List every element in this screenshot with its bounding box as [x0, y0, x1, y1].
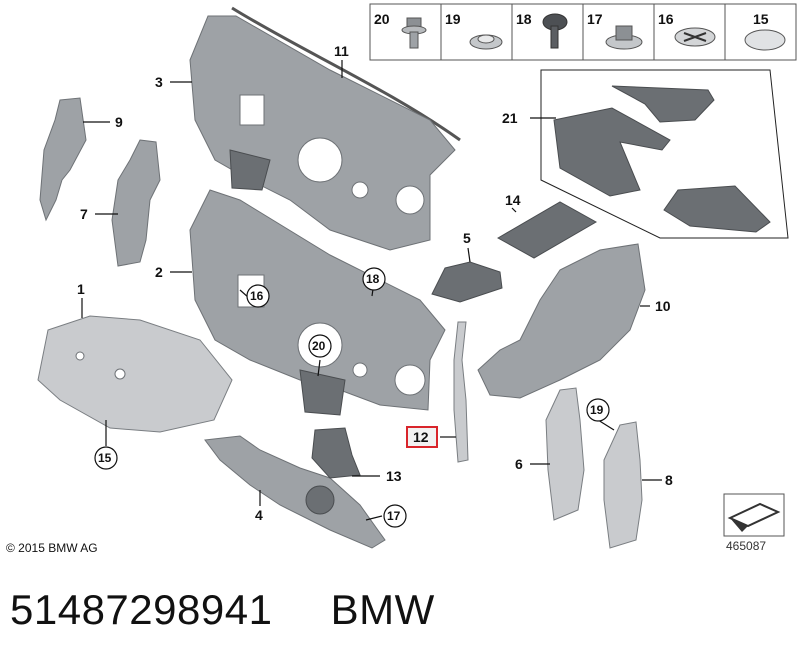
callout-6: 6	[515, 456, 523, 472]
callout-21: 21	[502, 110, 518, 126]
callout-3: 3	[155, 74, 163, 90]
circled-callout-16-label: 16	[250, 289, 264, 303]
circled-callout-15: 15	[94, 446, 118, 470]
part-7-bracket	[111, 139, 161, 267]
circled-callout-20: 20	[308, 334, 332, 358]
plug-cap-icon	[744, 29, 786, 51]
part-9-bracket	[39, 97, 87, 222]
circled-callout-18: 18	[362, 267, 386, 291]
brand-name: BMW	[330, 586, 435, 633]
legend-number-16: 16	[658, 11, 674, 27]
fastener-legend: 20 19 18 17 16 15	[369, 3, 797, 61]
spring-nut-icon	[469, 34, 503, 50]
legend-number-19: 19	[445, 11, 461, 27]
vehicle-orientation-arrow	[723, 493, 785, 537]
callout-2: 2	[155, 264, 163, 280]
callout-1: 1	[77, 281, 85, 297]
part-14-mat	[496, 201, 598, 259]
callout-12: 12	[413, 429, 429, 445]
expanding-rivet-icon	[542, 13, 568, 49]
circled-callout-19: 19	[586, 398, 610, 422]
callout-9: 9	[115, 114, 123, 130]
part-caption: 51487298941 BMW	[10, 586, 435, 636]
part-8-bracket	[603, 421, 643, 549]
legend-number-20: 20	[374, 11, 390, 27]
callout-14: 14	[505, 192, 521, 208]
circled-callout-18-label: 18	[366, 272, 380, 286]
callout-7: 7	[80, 206, 88, 222]
part-6-bracket	[545, 387, 585, 521]
legend-number-15: 15	[753, 11, 769, 27]
part-10-wheelhouse-insulation	[477, 243, 646, 399]
callout-4: 4	[255, 507, 263, 523]
bolt-with-washer-icon	[401, 17, 427, 49]
callout-11: 11	[334, 43, 349, 59]
part-12-strip	[453, 321, 469, 463]
part-4-duct-insulation	[204, 435, 386, 549]
part-number: 51487298941	[10, 586, 273, 633]
parts-diagram: 20 19 18 17 16 15	[37, 3, 797, 549]
legend-number-18: 18	[516, 11, 532, 27]
circled-callout-15-label: 15	[98, 451, 112, 465]
speed-nut-icon	[605, 25, 643, 50]
callout-13: 13	[386, 468, 402, 484]
circled-callout-16: 16	[246, 284, 270, 308]
callout-10: 10	[655, 298, 671, 314]
callout-5: 5	[463, 230, 471, 246]
circled-callout-17-label: 17	[387, 509, 401, 523]
legend-number-17: 17	[587, 11, 603, 27]
part-21-kit-box	[540, 69, 789, 239]
circled-callout-20-label: 20	[312, 339, 326, 353]
circled-callout-17: 17	[383, 504, 407, 528]
part-1-insulation-pad	[37, 315, 233, 433]
part-11-seal-strip	[231, 6, 461, 142]
part-5-bracket	[431, 261, 503, 303]
circled-callout-19-label: 19	[590, 403, 604, 417]
callout-12-highlight[interactable]: 12	[406, 426, 438, 448]
part-13-pad	[311, 427, 361, 479]
copyright-notice: © 2015 BMW AG	[6, 541, 98, 555]
part-3-bulkhead-insulation	[189, 15, 456, 251]
diagram-number: 465087	[726, 539, 767, 553]
clip-icon	[674, 27, 716, 47]
callout-8: 8	[665, 472, 673, 488]
part-2-bulkhead-insulation	[189, 189, 446, 416]
